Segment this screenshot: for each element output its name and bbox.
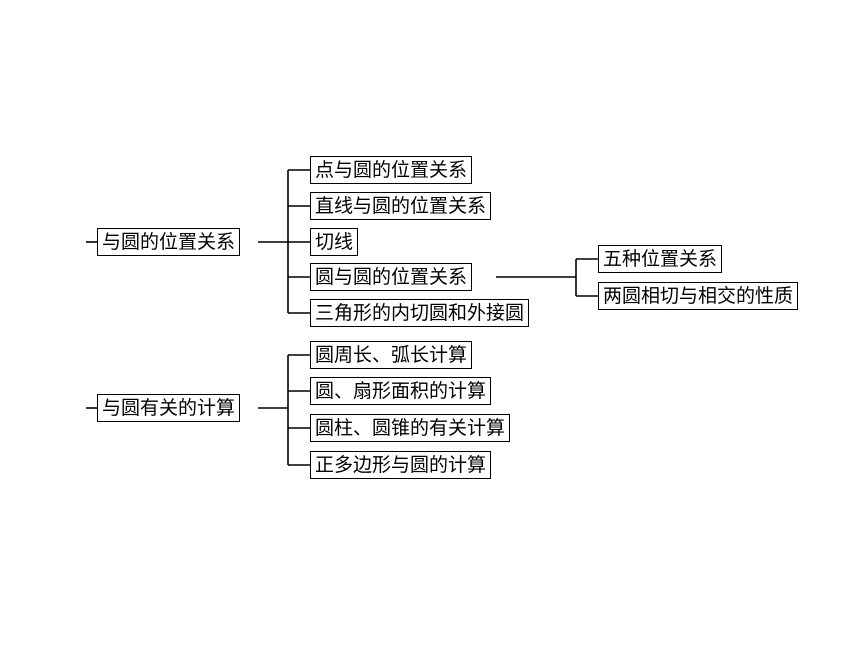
node-label: 圆周长、弧长计算 [315, 344, 468, 366]
node-circumference-arc: 圆周长、弧长计算 [310, 341, 473, 369]
node-label: 切线 [315, 231, 354, 253]
node-label: 直线与圆的位置关系 [315, 195, 487, 217]
node-label: 五种位置关系 [603, 248, 718, 270]
node-five-positions: 五种位置关系 [598, 245, 723, 273]
node-cylinder-cone: 圆柱、圆锥的有关计算 [310, 414, 511, 442]
node-label: 与圆的位置关系 [102, 231, 236, 253]
node-circle-circle: 圆与圆的位置关系 [310, 263, 473, 291]
node-label: 三角形的内切圆和外接圆 [315, 302, 525, 324]
node-label: 圆与圆的位置关系 [315, 266, 468, 288]
node-point-circle: 点与圆的位置关系 [310, 156, 473, 184]
node-label: 两圆相切与相交的性质 [603, 285, 794, 307]
node-tangent-intersect-properties: 两圆相切与相交的性质 [598, 282, 799, 310]
node-label: 圆柱、圆锥的有关计算 [315, 417, 506, 439]
node-label: 正多边形与圆的计算 [315, 454, 487, 476]
node-area-sector: 圆、扇形面积的计算 [310, 377, 492, 405]
node-triangle-circles: 三角形的内切圆和外接圆 [310, 299, 530, 327]
node-line-circle: 直线与圆的位置关系 [310, 192, 492, 220]
node-label: 点与圆的位置关系 [315, 159, 468, 181]
node-tangent: 切线 [310, 228, 359, 256]
node-root-position: 与圆的位置关系 [97, 228, 241, 256]
node-regular-polygon: 正多边形与圆的计算 [310, 451, 492, 479]
node-label: 圆、扇形面积的计算 [315, 380, 487, 402]
node-label: 与圆有关的计算 [102, 397, 236, 419]
node-root-calculation: 与圆有关的计算 [97, 394, 241, 422]
